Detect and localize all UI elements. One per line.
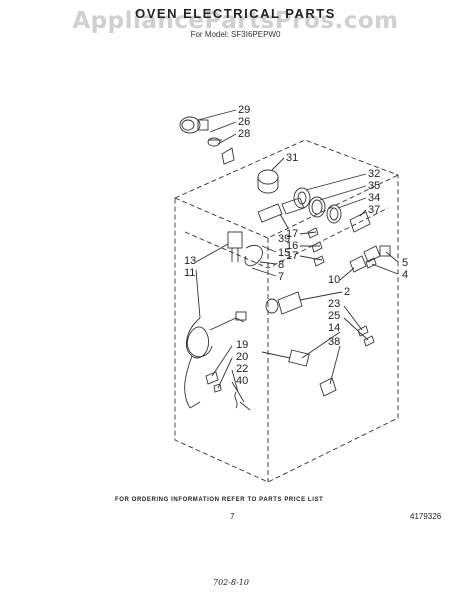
page-number: 7 <box>230 512 235 521</box>
callout-16: 16 <box>286 240 298 252</box>
callout-15: 15 <box>278 247 290 259</box>
watermark: AppliancePartsPros.com <box>72 8 399 34</box>
callout-13: 13 <box>184 255 196 267</box>
callout-5: 5 <box>402 257 408 269</box>
callout-11: 11 <box>184 267 195 279</box>
lamp-parts <box>205 371 251 411</box>
callout-32: 32 <box>368 168 380 180</box>
callout-17: 17 <box>286 228 298 240</box>
callout-23: 23 <box>328 298 340 310</box>
cabinet-outline <box>174 139 399 483</box>
handwritten-code: 702-8-10 <box>213 578 249 587</box>
callout-35: 35 <box>368 180 380 192</box>
callout-22: 22 <box>236 363 248 375</box>
switch-part <box>257 197 305 223</box>
small-terminals <box>357 325 375 347</box>
callout-29: 29 <box>238 104 250 116</box>
callout-37: 37 <box>368 204 380 216</box>
connector-part <box>365 245 391 269</box>
callout-10: 10 <box>328 274 340 286</box>
callout-40: 40 <box>236 375 248 387</box>
model-line: For Model: SF3I6PEPW0 <box>190 30 281 39</box>
callout-7: 7 <box>278 271 284 283</box>
leader-lines <box>195 109 399 403</box>
callout-28: 28 <box>238 128 250 140</box>
document-number: 4179326 <box>410 512 442 521</box>
callout-34: 34 <box>368 192 380 204</box>
callout-39: 39 <box>278 233 290 245</box>
wire-harness <box>184 311 247 409</box>
callout-19: 19 <box>236 339 248 351</box>
oven-knob-part <box>257 169 279 194</box>
probe-part <box>261 349 337 397</box>
callout-4: 4 <box>402 269 408 281</box>
callout-8: 8 <box>278 259 284 271</box>
callout-17-lower: 17 <box>286 250 298 262</box>
bracket-part <box>227 231 243 262</box>
callout-20: 20 <box>236 351 248 363</box>
callout-31: 31 <box>286 152 298 164</box>
callout-2: 2 <box>344 286 350 298</box>
callout-26: 26 <box>238 116 250 128</box>
knob-assembly <box>179 116 235 165</box>
bezel-rings <box>293 187 371 233</box>
ordering-note: FOR ORDERING INFORMATION REFER TO PARTS … <box>115 497 324 503</box>
wire-loop <box>244 244 263 267</box>
page-title: OVEN ELECTRICAL PARTS <box>135 6 336 21</box>
callout-14: 14 <box>328 322 340 334</box>
callout-38: 38 <box>328 336 340 348</box>
clip-parts <box>307 227 325 267</box>
callout-25: 25 <box>328 310 340 322</box>
